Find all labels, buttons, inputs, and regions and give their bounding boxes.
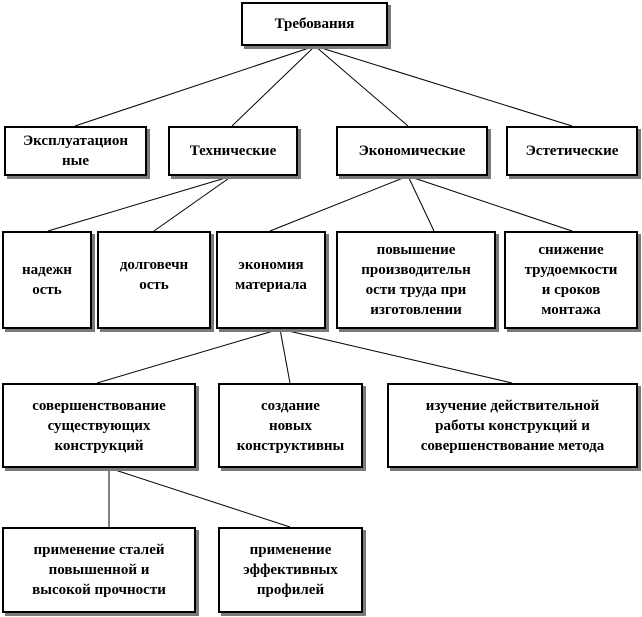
edge-root-operational (74, 45, 316, 127)
technical-label: Технические (189, 143, 277, 159)
requirements-root-label: Требования (274, 16, 355, 32)
edge-material-study (279, 328, 513, 384)
high-strength-steel-box: применение сталей повышенной и высокой п… (2, 527, 196, 613)
edge-technical-reliability (47, 175, 233, 232)
durability-box: долговечн ость (97, 231, 211, 329)
new-structures-label: создание новых конструктивны (236, 397, 345, 454)
study-work-label: изучение действительной работы конструкц… (420, 397, 605, 454)
edge-improve-profiles (108, 467, 291, 528)
improve-existing-label: совершенствование существующих конструкц… (32, 397, 166, 454)
edge-economic-labor (407, 175, 573, 232)
operational-box: Эксплуатацион ные (4, 126, 147, 176)
reliability-box: надежн ость (2, 231, 92, 329)
productivity-box: повышение производительн ости труда при … (336, 231, 496, 329)
material-economy-label: экономия материала (235, 257, 307, 293)
improve-existing-box: совершенствование существующих конструкц… (2, 383, 196, 468)
reliability-label: надежн ость (22, 262, 72, 298)
edge-root-technical (231, 45, 316, 127)
labor-reduction-label: снижение трудоемкости и сроков монтажа (524, 242, 618, 318)
operational-label: Эксплуатацион ные (22, 133, 129, 169)
aesthetic-box: Эстетические (506, 126, 638, 176)
economic-box: Экономические (336, 126, 488, 176)
edge-economic-material (269, 175, 409, 232)
edge-root-economic (314, 45, 409, 127)
edge-material-new (279, 328, 291, 384)
high-strength-steel-label: применение сталей повышенной и высокой п… (32, 542, 166, 598)
requirements-root-box: Требования (241, 2, 388, 46)
edge-economic-productivity (407, 175, 435, 232)
edge-technical-durability (153, 175, 233, 232)
economic-label: Экономические (358, 143, 466, 159)
aesthetic-label: Эстетические (525, 143, 619, 159)
material-economy-box: экономия материала (216, 231, 326, 329)
effective-profiles-label: применение эффективных профилей (243, 542, 338, 598)
edge-root-aesthetic (314, 45, 573, 127)
effective-profiles-box: применение эффективных профилей (218, 527, 363, 613)
durability-label: долговечн ость (119, 257, 189, 293)
technical-box: Технические (168, 126, 298, 176)
edge-material-improve (96, 328, 281, 384)
productivity-label: повышение производительн ости труда при … (361, 242, 471, 318)
labor-reduction-box: снижение трудоемкости и сроков монтажа (504, 231, 638, 329)
new-structures-box: создание новых конструктивны (218, 383, 363, 468)
study-work-box: изучение действительной работы конструкц… (387, 383, 638, 468)
